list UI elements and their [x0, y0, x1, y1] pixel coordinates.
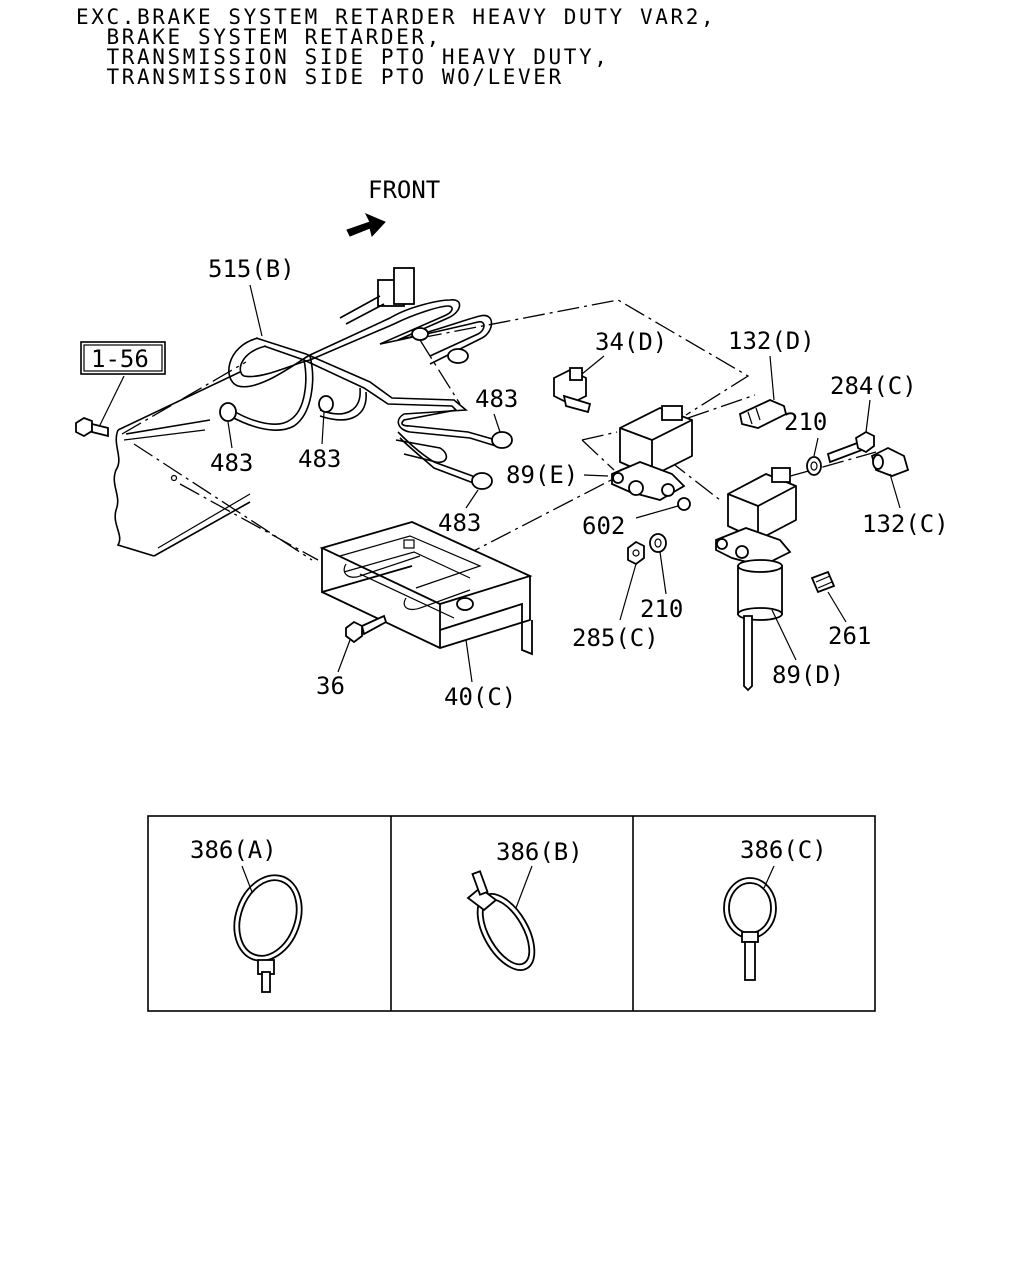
- callout-285c: 285(C): [572, 624, 659, 652]
- bracket: 40(C): [319, 521, 533, 711]
- callout-210-lower: 210: [640, 595, 683, 623]
- clamp-386a-label: 386(A): [190, 836, 277, 864]
- clamp-386b: 386(B): [466, 838, 583, 971]
- front-direction: FRONT: [346, 176, 440, 238]
- clamp-386b-label: 386(B): [496, 838, 583, 866]
- clamp-386c: 386(C): [723, 836, 827, 981]
- fitting-132d: 132(D): [728, 327, 815, 429]
- solenoid-valve-89e: 89(E): [506, 405, 693, 501]
- callout-261: 261: [828, 622, 871, 650]
- callout-483-a: 483: [210, 449, 253, 477]
- fitting-34d: 34(D): [553, 328, 667, 414]
- cable-tie-b-icon: [466, 870, 536, 971]
- callout-483-c: 483: [475, 385, 518, 413]
- callout-210-upper: 210: [784, 408, 827, 436]
- washer-210-lower: 210: [640, 533, 683, 623]
- clamp-386c-label: 386(C): [740, 836, 827, 864]
- frame-bolt-icon: [75, 417, 109, 438]
- clamp-panel: 386(A) 386(B) 386(C): [147, 815, 876, 1012]
- o-ring-602: 602: [582, 497, 691, 540]
- header-line-4: TRANSMISSION SIDE PTO WO/LEVER: [76, 65, 564, 89]
- callout-132c: 132(C): [862, 510, 949, 538]
- fitting-132c: 132(C): [862, 446, 949, 538]
- center-lines: [121, 299, 877, 561]
- solenoid-valve-89d: 89(D): [715, 467, 844, 692]
- callout-89d: 89(D): [772, 661, 844, 689]
- header-line-2: BRAKE SYSTEM RETARDER,: [76, 25, 442, 49]
- header-line-1: EXC.BRAKE SYSTEM RETARDER HEAVY DUTY VAR…: [76, 5, 717, 29]
- front-label: FRONT: [368, 176, 440, 204]
- reference-box-label: 1-56: [91, 345, 149, 373]
- fitting-261: 261: [810, 570, 871, 650]
- callout-34d: 34(D): [595, 328, 667, 356]
- header-line-3: TRANSMISSION SIDE PTO HEAVY DUTY,: [76, 45, 610, 69]
- callout-483-b: 483: [298, 445, 341, 473]
- callout-602: 602: [582, 512, 625, 540]
- callout-284c: 284(C): [830, 372, 917, 400]
- bolt-284c: 284(C): [826, 372, 917, 464]
- callout-40c: 40(C): [444, 683, 516, 711]
- callout-132d: 132(D): [728, 327, 815, 355]
- cable-tie-a-icon: [233, 874, 303, 993]
- callout-89e: 89(E): [506, 461, 578, 489]
- cable-tie-c-icon: [723, 877, 777, 981]
- nut-285c: 285(C): [572, 540, 659, 652]
- front-arrow-icon: [346, 213, 386, 238]
- frame-rail: [75, 371, 251, 557]
- clamp-386a: 386(A): [190, 836, 303, 993]
- washer-210-upper: 210: [784, 408, 827, 476]
- bolt-36: 36: [316, 614, 388, 700]
- wire-harness: 515(B): [208, 255, 513, 490]
- callout-36: 36: [316, 672, 345, 700]
- callout-483-d: 483: [438, 509, 481, 537]
- callout-515b: 515(B): [208, 255, 295, 283]
- reference-box: 1-56: [80, 341, 166, 426]
